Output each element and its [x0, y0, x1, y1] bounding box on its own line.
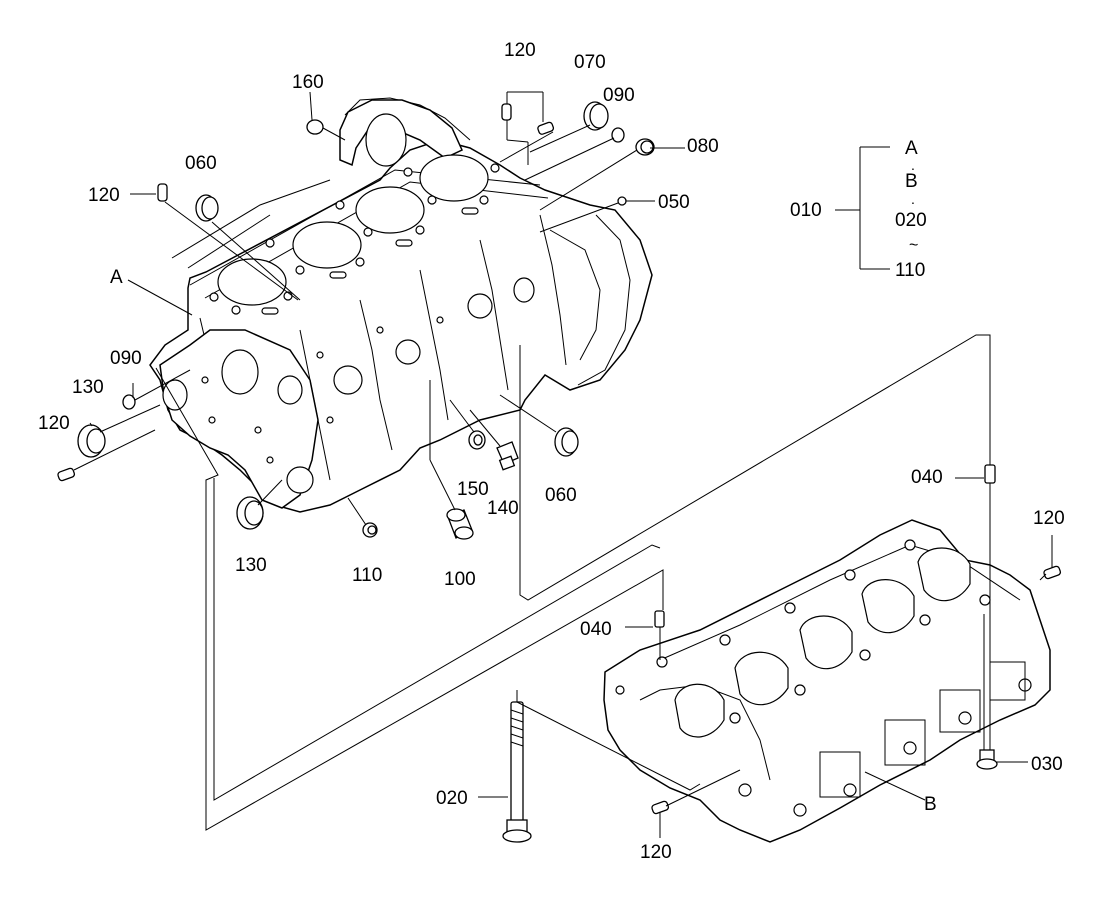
callout-100[interactable]: 100	[444, 569, 476, 590]
callout-060-right[interactable]: 060	[545, 485, 577, 506]
callout-060-top[interactable]: 060	[185, 153, 217, 174]
legend-member-110: 110	[895, 260, 925, 281]
part-120-dowel-pin-lower-left[interactable]	[57, 467, 76, 482]
callout-040-upper[interactable]: 040	[911, 467, 943, 488]
callout-130-left[interactable]: 130	[72, 377, 104, 398]
part-080-plug[interactable]	[635, 138, 655, 156]
part-110-plug[interactable]	[362, 522, 378, 538]
part-040-dowel-lower[interactable]	[654, 610, 665, 628]
part-130-seal-bottom[interactable]	[236, 496, 264, 530]
part-060-cup-plug-top[interactable]	[195, 194, 219, 222]
cylinder-block-upper[interactable]	[149, 97, 653, 513]
part-030-bolt[interactable]	[976, 614, 998, 770]
part-090-plug-left[interactable]	[122, 394, 136, 410]
part-050-ball[interactable]	[617, 196, 627, 206]
callout-150[interactable]: 150	[457, 479, 489, 500]
leader-lines	[73, 91, 1053, 838]
callout-080[interactable]: 080	[687, 136, 719, 157]
part-020-long-bolt[interactable]	[502, 701, 532, 843]
legend-group-label: 010	[790, 200, 822, 221]
part-100-fitting[interactable]	[446, 508, 474, 540]
legend-member-a: A	[905, 138, 918, 159]
part-150-washer[interactable]	[468, 430, 486, 450]
callout-b[interactable]: B	[924, 794, 937, 815]
callout-040-lower[interactable]: 040	[580, 619, 612, 640]
legend-member-020: 020	[895, 210, 927, 231]
callout-120-lower-left[interactable]: 120	[38, 413, 70, 434]
part-090-plug-top[interactable]	[611, 127, 625, 143]
part-130-seal-left[interactable]	[77, 424, 106, 458]
callout-130-bottom[interactable]: 130	[235, 555, 267, 576]
part-140-bolt[interactable]	[496, 441, 519, 471]
callout-030[interactable]: 030	[1031, 754, 1063, 775]
callout-020[interactable]: 020	[436, 788, 468, 809]
callout-050[interactable]: 050	[658, 192, 690, 213]
legend-separator-3: ~	[909, 237, 918, 254]
legend-separator-1: .	[911, 157, 915, 173]
part-060-seal-right[interactable]	[554, 427, 579, 457]
legend-separator-2: .	[911, 191, 915, 207]
callout-120-left[interactable]: 120	[88, 185, 120, 206]
callout-120-right[interactable]: 120	[1033, 508, 1065, 529]
callout-110[interactable]: 110	[352, 565, 382, 586]
callout-160[interactable]: 160	[292, 72, 324, 93]
callout-140[interactable]: 140	[487, 498, 519, 519]
callout-120-bottom[interactable]: 120	[640, 842, 672, 863]
part-070-cap[interactable]	[583, 101, 609, 131]
callout-120-top[interactable]: 120	[504, 40, 536, 61]
part-120-dowel-pins-top[interactable]	[501, 103, 555, 135]
callout-090-top[interactable]: 090	[603, 85, 635, 106]
part-040-dowel-upper[interactable]	[984, 464, 996, 484]
part-120-dowel-pin-left[interactable]	[157, 183, 168, 202]
callout-labels: 160 120 070 090 080 050 060 120 A 090 13…	[38, 40, 1065, 863]
legend: 010 A . B . 020 ~ 110	[790, 138, 927, 281]
callout-090-left[interactable]: 090	[110, 348, 142, 369]
part-160-plug[interactable]	[306, 119, 324, 135]
callout-a[interactable]: A	[110, 267, 123, 288]
crankcase-lower[interactable]	[603, 519, 1051, 843]
legend-member-b: B	[905, 171, 918, 192]
callout-070[interactable]: 070	[574, 52, 606, 73]
